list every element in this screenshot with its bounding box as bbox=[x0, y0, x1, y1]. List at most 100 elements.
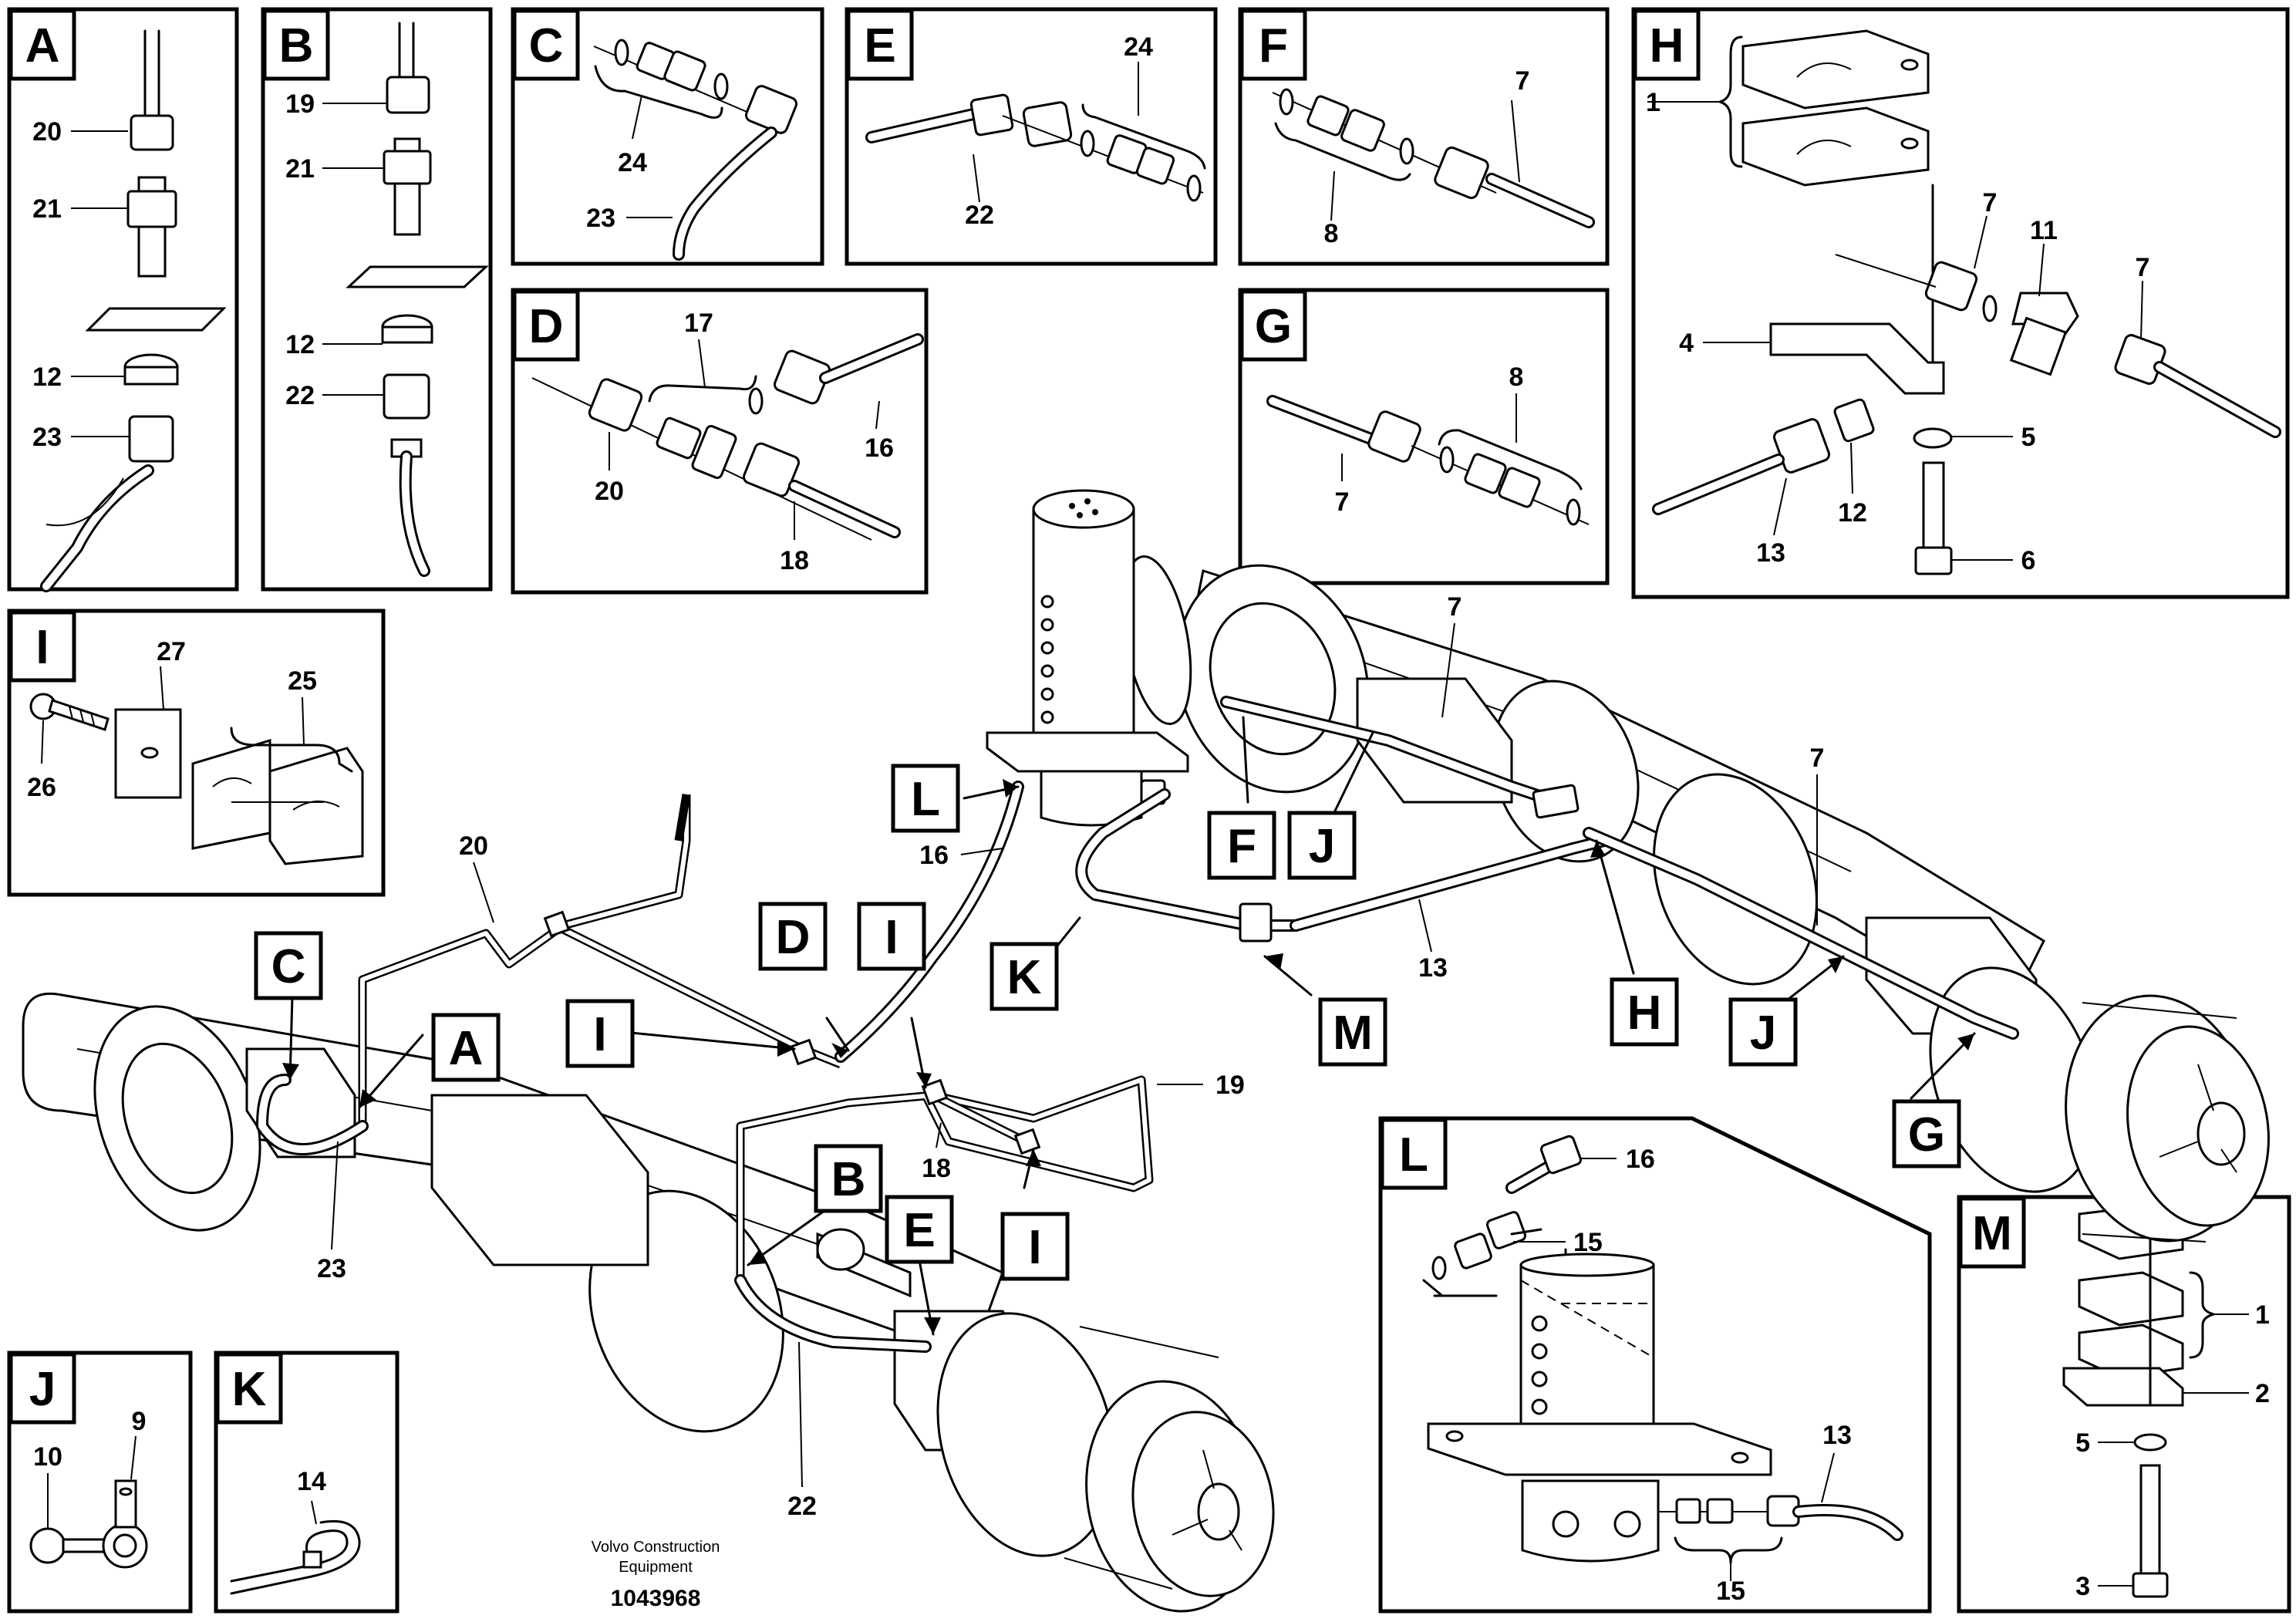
main-part-numbers: 7 7 16 20 13 19 18 23 22 bbox=[317, 592, 1824, 1521]
main-label-7-left: 7 bbox=[1448, 592, 1462, 622]
panel-h-letter: H bbox=[1650, 19, 1684, 73]
panel-d-label-17: 17 bbox=[684, 309, 713, 338]
panel-d-label-16: 16 bbox=[865, 433, 894, 463]
panel-h-label-13: 13 bbox=[1756, 538, 1785, 568]
panel-l-label-13: 13 bbox=[1822, 1421, 1852, 1450]
callout-h: H bbox=[1627, 986, 1662, 1040]
panel-i-label-27: 27 bbox=[157, 637, 186, 666]
callout-j-rear-left: J bbox=[1309, 820, 1335, 873]
panel-m-label-5: 5 bbox=[2075, 1428, 2090, 1458]
panel-l-letter: L bbox=[1399, 1128, 1428, 1182]
panel-e-label-24: 24 bbox=[1124, 32, 1153, 62]
panel-c-letter: C bbox=[529, 19, 564, 73]
panel-e: E 24 22 bbox=[845, 7, 1218, 266]
panel-d-label-20: 20 bbox=[595, 477, 624, 506]
panel-f: F 7 8 bbox=[1238, 7, 1610, 266]
panel-d: D 17 16 20 18 bbox=[511, 288, 929, 595]
panel-d-label-18: 18 bbox=[780, 546, 809, 575]
main-label-13: 13 bbox=[1418, 953, 1448, 983]
callout-g: G bbox=[1908, 1108, 1945, 1162]
panel-l-label-16: 16 bbox=[1626, 1145, 1655, 1174]
panel-h-label-5: 5 bbox=[2021, 423, 2036, 452]
panel-k: K 14 bbox=[214, 1351, 400, 1614]
main-callouts: L F J D I K M H J G C A I B E I bbox=[254, 764, 1961, 1281]
callout-b: B bbox=[831, 1153, 866, 1206]
main-assembly bbox=[22, 489, 2270, 1613]
panel-h-label-12: 12 bbox=[1838, 498, 1867, 528]
panel-g: G 8 7 bbox=[1238, 288, 1610, 585]
brand-line-2: Equipment bbox=[619, 1559, 693, 1576]
panel-a-label-12: 12 bbox=[32, 363, 62, 392]
panel-c: C 24 23 bbox=[511, 7, 824, 266]
panel-m-letter: M bbox=[1972, 1207, 2012, 1260]
panel-m-label-3: 3 bbox=[2075, 1572, 2090, 1601]
panel-a-label-23: 23 bbox=[32, 423, 62, 452]
panel-b: B 19 21 12 22 bbox=[261, 7, 493, 592]
panel-h-label-11: 11 bbox=[2030, 216, 2058, 245]
panel-h-label-6: 6 bbox=[2021, 546, 2036, 575]
main-label-18: 18 bbox=[922, 1154, 951, 1183]
panel-g-letter: G bbox=[1255, 300, 1292, 353]
footer: Volvo Construction Equipment 1043968 bbox=[592, 1539, 720, 1611]
panel-e-letter: E bbox=[864, 19, 895, 73]
callout-m: M bbox=[1333, 1007, 1373, 1060]
panel-m-label-1: 1 bbox=[2255, 1300, 2270, 1330]
panel-m-label-2: 2 bbox=[2255, 1379, 2270, 1408]
panel-l: L 16 15 bbox=[1378, 1116, 1932, 1614]
panel-k-letter: K bbox=[232, 1363, 267, 1416]
panel-b-label-12: 12 bbox=[285, 330, 315, 359]
panel-a-label-21: 21 bbox=[32, 194, 62, 224]
panel-f-letter: F bbox=[1259, 19, 1288, 73]
panel-g-label-8: 8 bbox=[1509, 363, 1524, 392]
main-label-20: 20 bbox=[459, 831, 488, 861]
callout-d: D bbox=[776, 911, 811, 964]
panel-i: I 27 25 26 bbox=[7, 609, 386, 897]
callout-c: C bbox=[271, 940, 306, 993]
panel-h-label-7a: 7 bbox=[1983, 188, 1998, 218]
panel-l-label-15b: 15 bbox=[1716, 1576, 1745, 1606]
panel-f-label-8: 8 bbox=[1324, 219, 1339, 248]
panel-a-letter: A bbox=[25, 19, 60, 73]
panel-l-label-15a: 15 bbox=[1573, 1228, 1603, 1257]
panel-a-label-20: 20 bbox=[32, 117, 62, 147]
panel-j-letter: J bbox=[29, 1363, 56, 1416]
callout-a: A bbox=[449, 1022, 484, 1075]
panel-b-label-19: 19 bbox=[285, 89, 315, 119]
callout-l: L bbox=[911, 773, 940, 826]
main-label-7-right: 7 bbox=[1810, 744, 1825, 773]
callout-e: E bbox=[903, 1204, 935, 1257]
main-label-23: 23 bbox=[317, 1254, 346, 1283]
panel-j-label-10: 10 bbox=[33, 1442, 62, 1472]
callout-i-left: I bbox=[593, 1008, 606, 1061]
panel-h: H 1 bbox=[1631, 7, 2290, 599]
panel-b-label-22: 22 bbox=[285, 381, 315, 410]
panel-c-label-23: 23 bbox=[586, 204, 615, 233]
panel-d-letter: D bbox=[529, 300, 564, 353]
panel-f-label-7: 7 bbox=[1515, 66, 1530, 96]
callout-i-upper: I bbox=[885, 911, 898, 964]
panel-i-label-25: 25 bbox=[288, 666, 317, 696]
panel-k-label-14: 14 bbox=[297, 1467, 326, 1496]
panel-j-label-9: 9 bbox=[132, 1407, 147, 1436]
panel-e-label-22: 22 bbox=[965, 201, 994, 230]
panel-b-letter: B bbox=[279, 19, 314, 73]
main-label-16: 16 bbox=[919, 841, 949, 870]
panel-b-label-21: 21 bbox=[285, 154, 315, 184]
panel-g-label-7: 7 bbox=[1335, 487, 1350, 517]
callout-k: K bbox=[1007, 951, 1042, 1004]
callout-f: F bbox=[1227, 820, 1256, 873]
main-label-22: 22 bbox=[787, 1492, 817, 1521]
panel-h-label-1: 1 bbox=[1646, 88, 1660, 117]
panel-h-label-7b: 7 bbox=[2136, 253, 2150, 282]
panel-j: J 10 9 bbox=[7, 1351, 193, 1614]
document-number: 1043968 bbox=[611, 1586, 701, 1611]
panel-a: A 20 21 12 23 bbox=[7, 7, 239, 592]
callout-i-lower: I bbox=[1028, 1221, 1041, 1274]
panel-i-label-26: 26 bbox=[27, 773, 56, 802]
main-label-19: 19 bbox=[1215, 1071, 1245, 1100]
panel-h-label-4: 4 bbox=[1679, 329, 1694, 358]
panel-c-label-24: 24 bbox=[618, 148, 647, 177]
panel-i-letter: I bbox=[35, 621, 49, 674]
panel-m: M 1 2 5 3 bbox=[1957, 1195, 2291, 1614]
